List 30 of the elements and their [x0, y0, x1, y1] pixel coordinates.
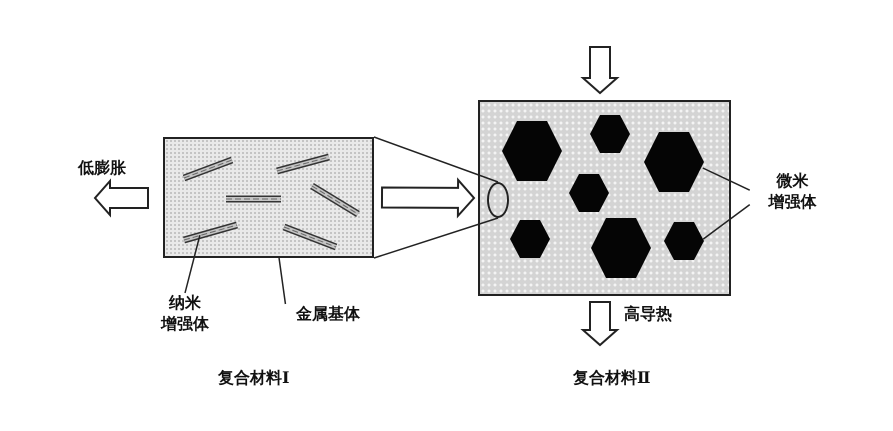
- callout-label: 微米增强体: [745, 171, 840, 219]
- micro-particle: [502, 121, 562, 181]
- nano-rod: [274, 154, 332, 175]
- nano-rod: [181, 222, 240, 244]
- callout-label: 纳米增强体: [150, 293, 220, 339]
- leader-line: [702, 167, 750, 191]
- leader-line: [278, 258, 286, 304]
- callout-label: 金属基体: [272, 304, 384, 328]
- micro-particle: [664, 222, 704, 260]
- magnified-region: [487, 182, 509, 218]
- nano-rod: [309, 182, 361, 218]
- leader-line: [702, 204, 750, 240]
- property-label: 低膨胀: [78, 158, 126, 179]
- nano-rod: [281, 223, 339, 251]
- micro-particle: [510, 220, 550, 258]
- block-arrow: [380, 177, 476, 219]
- micro-particle: [569, 174, 609, 212]
- micro-particle: [591, 218, 651, 278]
- composite-panel: [163, 137, 374, 258]
- figure-caption: 复合材料Ⅱ: [573, 368, 650, 389]
- leader-line: [184, 235, 201, 294]
- nano-rod: [223, 194, 284, 204]
- leader-line: [374, 136, 498, 183]
- leader-line: [374, 217, 498, 259]
- property-label: 高导热: [624, 304, 672, 325]
- micro-particle: [590, 115, 630, 153]
- nano-rod: [181, 157, 235, 182]
- composite-panel: [478, 100, 731, 296]
- figure-caption: 复合材料Ⅰ: [218, 368, 290, 389]
- micro-particle: [644, 132, 704, 192]
